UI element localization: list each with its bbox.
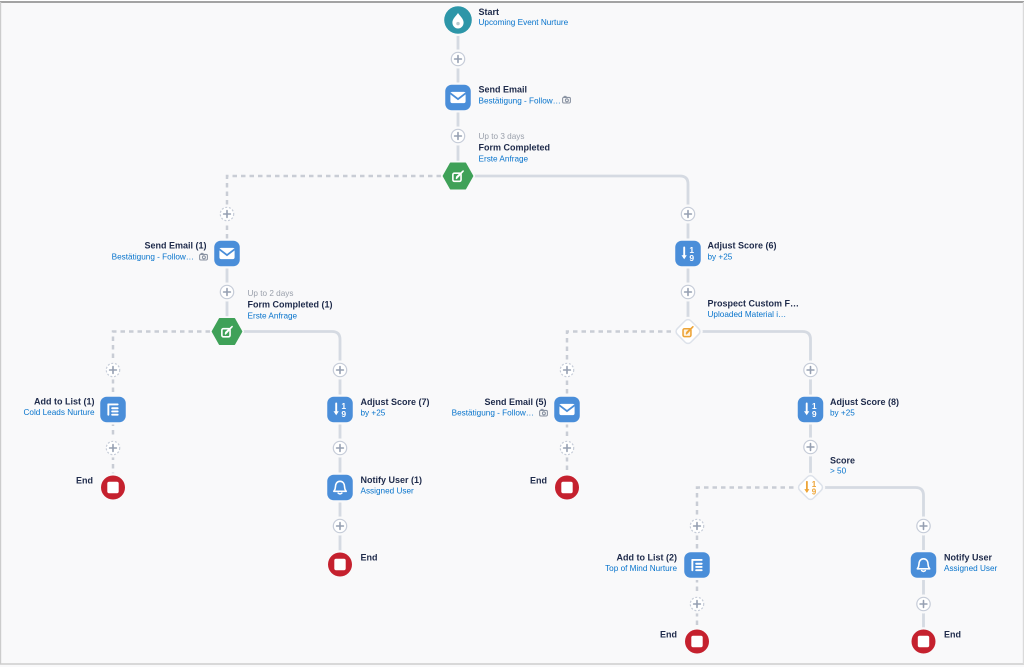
- svg-text:Adjust Score (6): Adjust Score (6): [708, 241, 777, 251]
- svg-text:Add to List (1): Add to List (1): [34, 397, 95, 407]
- svg-text:Send Email: Send Email: [479, 85, 528, 95]
- svg-text:Send Email (1): Send Email (1): [144, 241, 206, 251]
- svg-text:Adjust Score (7): Adjust Score (7): [361, 397, 430, 407]
- svg-text:9: 9: [812, 409, 817, 419]
- svg-text:Upcoming Event Nurture: Upcoming Event Nurture: [479, 18, 569, 27]
- svg-text:Assigned User: Assigned User: [944, 564, 998, 573]
- svg-text:9: 9: [341, 409, 346, 419]
- svg-text:Score: Score: [830, 456, 855, 466]
- svg-text:Erste Anfrage: Erste Anfrage: [248, 312, 298, 321]
- svg-text:Bestätigung - Follow…: Bestätigung - Follow…: [112, 253, 194, 262]
- svg-text:by +25: by +25: [361, 409, 386, 418]
- svg-text:Notify User: Notify User: [944, 553, 993, 563]
- svg-text:1: 1: [341, 401, 346, 411]
- svg-text:End: End: [530, 476, 547, 486]
- svg-text:Uploaded Material i…: Uploaded Material i…: [708, 310, 787, 319]
- svg-text:Assigned User: Assigned User: [361, 487, 415, 496]
- svg-text:Bestätigung - Follow…: Bestätigung - Follow…: [452, 409, 534, 418]
- svg-text:End: End: [944, 630, 961, 640]
- svg-text:by +25: by +25: [708, 253, 733, 262]
- svg-text:Prospect Custom F…: Prospect Custom F…: [708, 299, 800, 309]
- svg-text:Top of Mind Nurture: Top of Mind Nurture: [605, 564, 677, 573]
- svg-text:Form Completed: Form Completed: [479, 143, 551, 153]
- svg-text:Cold Leads Nurture: Cold Leads Nurture: [24, 408, 95, 417]
- svg-text:Up to 3 days: Up to 3 days: [479, 132, 525, 141]
- svg-text:> 50: > 50: [830, 467, 847, 476]
- svg-text:1: 1: [689, 245, 694, 255]
- svg-text:Bestätigung - Follow…: Bestätigung - Follow…: [479, 97, 561, 106]
- svg-text:Notify User (1): Notify User (1): [361, 475, 423, 485]
- svg-text:9: 9: [689, 253, 694, 263]
- svg-text:1: 1: [812, 401, 817, 411]
- svg-text:End: End: [76, 476, 93, 486]
- svg-text:Send Email (5): Send Email (5): [484, 397, 546, 407]
- svg-text:End: End: [361, 553, 378, 563]
- svg-text:Form Completed (1): Form Completed (1): [248, 300, 333, 310]
- svg-text:9: 9: [812, 488, 817, 497]
- svg-text:1: 1: [812, 480, 817, 489]
- svg-text:Adjust Score (8): Adjust Score (8): [830, 397, 899, 407]
- svg-text:End: End: [660, 630, 677, 640]
- svg-text:by +25: by +25: [830, 409, 855, 418]
- svg-text:Erste Anfrage: Erste Anfrage: [479, 155, 529, 164]
- svg-text:Up to 2 days: Up to 2 days: [248, 289, 294, 298]
- svg-text:Start: Start: [479, 7, 500, 17]
- svg-text:Add to List (2): Add to List (2): [617, 553, 678, 563]
